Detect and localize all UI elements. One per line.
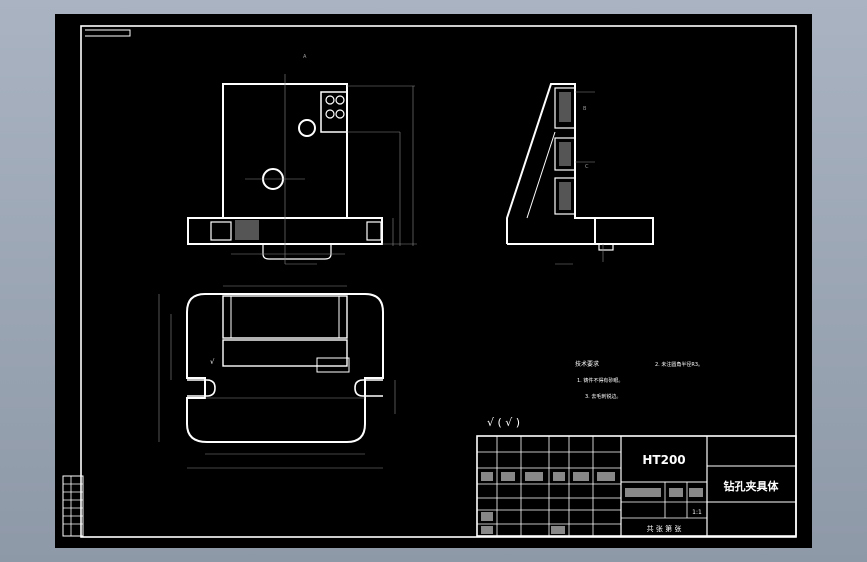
title-block: HT200 钻孔夹具体 共 张 第 张 1:1: [476, 435, 797, 537]
scale-value: 1:1: [692, 509, 702, 516]
sheet-info: 共 张 第 张: [647, 524, 682, 533]
tech-note-item-1: 1. 铸件不得有砂眼。: [577, 377, 623, 384]
tech-note-item-3: 3. 去毛刺锐边。: [585, 393, 621, 400]
drawing-name: 钻孔夹具体: [724, 479, 780, 493]
drawing-border: [80, 25, 797, 538]
svg-text:C: C: [585, 164, 589, 170]
material-label: HT200: [642, 453, 685, 467]
svg-text:B: B: [583, 106, 587, 112]
svg-text:√: √: [210, 358, 215, 366]
tech-note-item-2: 2. 未注圆角半径R3。: [655, 361, 703, 368]
technical-notes: 技术要求 2. 未注圆角半径R3。 1. 铸件不得有砂眼。 3. 去毛刺锐边。: [575, 360, 703, 400]
cad-drawing-canvas: A B C: [62, 25, 797, 538]
front-view: A: [187, 54, 417, 265]
tech-notes-heading: 技术要求: [575, 360, 599, 368]
side-view: B C: [506, 83, 654, 265]
binding-strip-cells: [63, 476, 83, 536]
svg-text:A: A: [303, 54, 307, 60]
drawing-sheet: A B C: [55, 14, 812, 548]
top-view: √: [158, 285, 396, 469]
corner-label-box: [85, 29, 131, 37]
binding-strip: [62, 475, 84, 537]
hatch-section: [235, 220, 259, 240]
surface-roughness-note: √ ( √ ): [487, 416, 520, 429]
